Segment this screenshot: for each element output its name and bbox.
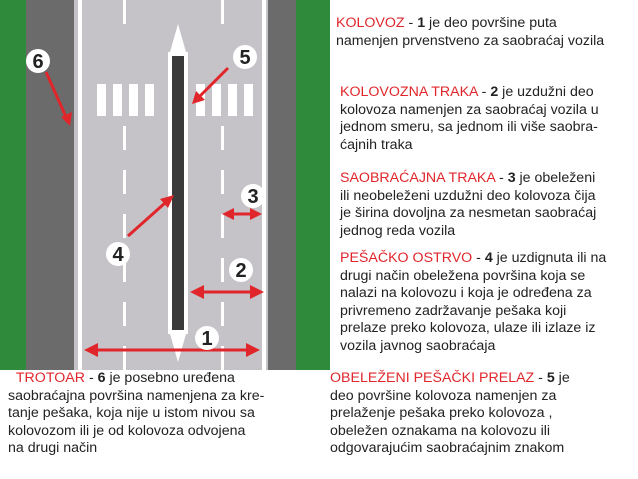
marker-5-label: 5	[239, 47, 250, 69]
grass-left	[0, 0, 26, 370]
term-kolovoz: KOLOVOZ	[336, 15, 405, 31]
arrow-2-carriageway-width	[190, 285, 264, 299]
marker-3-label: 3	[247, 186, 258, 208]
diagram-markers: 1 2 3 4 5 6	[26, 45, 265, 350]
marker-5: 5	[233, 45, 257, 69]
marker-6: 6	[26, 49, 50, 73]
term-trotoar: TROTOAR	[15, 370, 85, 386]
arrow-6-sidewalk-pointer	[44, 71, 72, 126]
term-obelezeni-pesacki-prelaz: OBELEŽENI PEŠAČKI PRELAZ	[330, 370, 535, 386]
definition-pesacko-ostrvo: PEŠAČKO OSTRVO - 4 je uzdignuta ili na d…	[340, 250, 607, 354]
term-kolovozna-traka: KOLOVOZNA TRAKA	[340, 84, 478, 100]
definition-trotoar: TROTOAR - 6 je posebno uređena saobraćaj…	[8, 370, 265, 457]
measure-arrows	[44, 66, 264, 357]
grass-right	[296, 0, 330, 370]
road-edge-lines	[78, 0, 266, 370]
number-kolovozna-traka: 2	[490, 84, 499, 100]
term-pesacko-ostrvo: PEŠAČKO OSTRVO	[340, 250, 473, 266]
sidewalk-right	[268, 0, 296, 370]
road-diagram: 1 2 3 4 5 6	[0, 0, 330, 370]
marker-6-label: 6	[32, 51, 43, 73]
marker-3: 3	[241, 184, 265, 208]
number-obelezeni-pesacki-prelaz: 5	[546, 370, 555, 386]
number-saobracajna-traka: 3	[507, 170, 516, 186]
definition-saobracajna-traka: SAOBRAĆAJNA TRAKA - 3 je obeleženi ili n…	[340, 170, 597, 239]
arrow-5-crossing-pointer	[192, 66, 230, 104]
arrow-1-roadway-width	[84, 343, 260, 357]
marker-1: 1	[195, 326, 219, 350]
definition-obelezeni-pesacki-prelaz: OBELEŽENI PEŠAČKI PRELAZ - 5 je deo povr…	[330, 370, 570, 457]
arrow-3-lane-width	[222, 208, 262, 220]
number-pesacko-ostrvo: 4	[484, 250, 493, 266]
term-saobracajna-traka: SAOBRAĆAJNA TRAKA	[340, 170, 496, 186]
marker-2-label: 2	[235, 260, 246, 282]
number-kolovoz: 1	[417, 15, 426, 31]
number-trotoar: 6	[97, 370, 106, 386]
arrow-4-island-pointer	[127, 195, 174, 238]
definition-kolovoz: KOLOVOZ - 1 je deo površine puta namenje…	[336, 15, 605, 49]
marker-4: 4	[106, 242, 130, 266]
marker-1-label: 1	[201, 328, 212, 350]
lane-divider-right	[221, 0, 224, 370]
definition-kolovozna-traka: KOLOVOZNA TRAKA - 2 je uzdužni deo kolov…	[340, 84, 599, 153]
lane-divider-left	[123, 0, 126, 370]
marker-4-label: 4	[112, 244, 124, 266]
marker-2: 2	[229, 258, 253, 282]
pedestrian-island	[168, 24, 188, 362]
